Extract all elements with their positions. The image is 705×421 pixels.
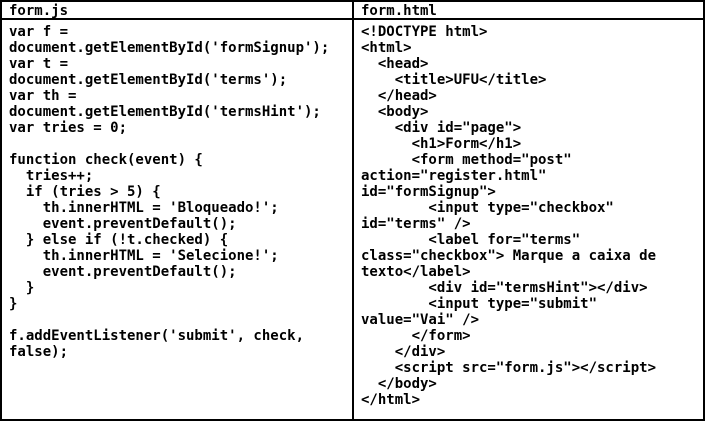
code-line: <input type="checkbox"	[361, 200, 614, 216]
code-line: th.innerHTML = 'Bloqueado!';	[9, 200, 279, 216]
code-line: false);	[9, 344, 69, 360]
panel-filename-form-html: form.html	[354, 2, 703, 20]
code-line: function check(event) {	[9, 152, 203, 168]
code-line: <title>UFU</title>	[361, 72, 547, 88]
code-body-form-js: var f =document.getElementById('formSign…	[2, 20, 352, 419]
code-line: texto</label>	[361, 264, 471, 280]
code-line: </form>	[361, 328, 471, 344]
code-line: id="formSignup">	[361, 184, 496, 200]
code-line: var tries = 0;	[9, 120, 128, 136]
code-body-form-html: <!DOCTYPE html><html> <head> <title>UFU<…	[354, 20, 703, 419]
code-line: </html>	[361, 392, 421, 408]
code-line: <label for="terms"	[361, 232, 581, 248]
code-line: <div id="page">	[361, 120, 522, 136]
code-line: class="checkbox"> Marque a caixa de	[361, 248, 657, 264]
code-line: <body>	[361, 104, 429, 120]
code-line: f.addEventListener('submit', check,	[9, 328, 305, 344]
code-line: <!DOCTYPE html>	[361, 24, 488, 40]
code-line: if (tries > 5) {	[9, 184, 161, 200]
panel-filename-form-js: form.js	[2, 2, 352, 20]
code-line: document.getElementById('terms');	[9, 72, 288, 88]
code-line: var t =	[9, 56, 69, 72]
code-line: th.innerHTML = 'Selecione!';	[9, 248, 279, 264]
code-line: }	[9, 280, 35, 296]
code-panel-form-html: form.html <!DOCTYPE html><html> <head> <…	[354, 2, 703, 419]
code-panel-form-js: form.js var f =document.getElementById('…	[2, 2, 354, 419]
code-line: document.getElementById('formSignup');	[9, 40, 330, 56]
code-line: <html>	[361, 40, 412, 56]
code-line	[9, 136, 352, 152]
code-line: <input type="submit"	[361, 296, 598, 312]
code-line: tries++;	[9, 168, 94, 184]
code-line: var th =	[9, 88, 77, 104]
code-line: <form method="post"	[361, 152, 572, 168]
code-line: } else if (!t.checked) {	[9, 232, 229, 248]
code-line: id="terms" />	[361, 216, 471, 232]
code-line: var f =	[9, 24, 69, 40]
code-line: document.getElementById('termsHint');	[9, 104, 321, 120]
code-line: <h1>Form</h1>	[361, 136, 522, 152]
code-line: action="register.html"	[361, 168, 547, 184]
code-line: event.preventDefault();	[9, 264, 237, 280]
code-line: }	[9, 296, 18, 312]
code-line	[9, 312, 352, 328]
code-line: </head>	[361, 88, 437, 104]
code-line: </div>	[361, 344, 446, 360]
code-line: event.preventDefault();	[9, 216, 237, 232]
code-line: value="Vai" />	[361, 312, 480, 328]
code-line: <head>	[361, 56, 429, 72]
code-line: </body>	[361, 376, 437, 392]
code-line: <div id="termsHint"></div>	[361, 280, 648, 296]
code-line: <script src="form.js"></script>	[361, 360, 657, 376]
